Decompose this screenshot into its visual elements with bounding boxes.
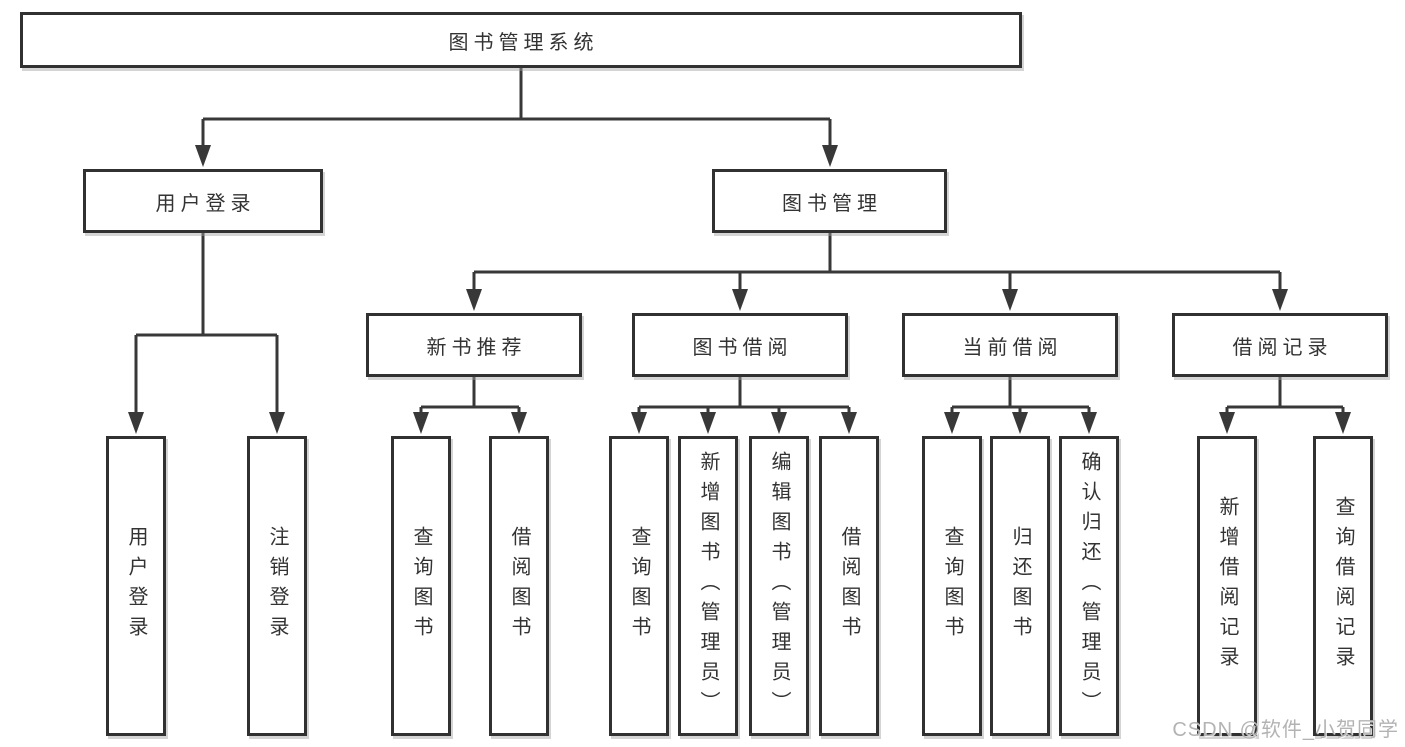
- leaf-records-query-record: 查询借阅记录: [1313, 436, 1373, 736]
- leaf-borrow-edit-books-admin: 编辑图书（管理员）: [749, 436, 809, 736]
- leaf-current-confirm-return-admin: 确认归还（管理员）: [1059, 436, 1119, 736]
- node-label: 图书借阅: [692, 336, 793, 359]
- leaf-borrow-borrow-books: 借阅图书: [819, 436, 879, 736]
- node-label: 用户登录: [155, 192, 256, 215]
- leaf-recommend-query-books: 查询图书: [391, 436, 451, 736]
- csdn-watermark: CSDN @软件_小贺同学: [1172, 719, 1399, 741]
- node-label: 借阅记录: [1232, 336, 1333, 359]
- node-label: 新书推荐: [426, 336, 527, 359]
- leaf-recommend-borrow-books: 借阅图书: [489, 436, 549, 736]
- leaf-records-add-record: 新增借阅记录: [1197, 436, 1257, 736]
- node-label: 注销登录: [266, 526, 288, 646]
- node-book-management: 图书管理: [712, 169, 947, 233]
- leaf-current-query-books: 查询图书: [922, 436, 982, 736]
- leaf-borrow-query-books: 查询图书: [609, 436, 669, 736]
- leaf-user-login: 用户登录: [106, 436, 166, 736]
- node-current-borrow: 当前借阅: [902, 313, 1118, 377]
- node-label: 用户登录: [125, 526, 147, 646]
- node-borrow-records: 借阅记录: [1172, 313, 1388, 377]
- node-label: 确认归还（管理员）: [1078, 451, 1100, 721]
- node-label: 借阅图书: [508, 526, 530, 646]
- node-label: 查询图书: [628, 526, 650, 646]
- leaf-current-return-books: 归还图书: [990, 436, 1050, 736]
- node-label: 编辑图书（管理员）: [768, 451, 790, 721]
- leaf-borrow-add-books-admin: 新增图书（管理员）: [678, 436, 738, 736]
- node-library-management-system: 图书管理系统: [20, 12, 1022, 68]
- node-label: 归还图书: [1009, 526, 1031, 646]
- node-user-login: 用户登录: [83, 169, 323, 233]
- node-label: 查询借阅记录: [1332, 496, 1354, 676]
- node-label: 新增借阅记录: [1216, 496, 1238, 676]
- node-label: 当前借阅: [962, 336, 1063, 359]
- node-label: 新增图书（管理员）: [697, 451, 719, 721]
- node-label: 图书管理: [782, 192, 882, 215]
- arrowheads: [128, 145, 1351, 434]
- node-label: 查询图书: [941, 526, 963, 646]
- node-label: 借阅图书: [838, 526, 860, 646]
- node-new-book-recommend: 新书推荐: [366, 313, 582, 377]
- leaf-logout: 注销登录: [247, 436, 307, 736]
- node-label: 图书管理系统: [448, 31, 599, 54]
- node-label: 查询图书: [410, 526, 432, 646]
- node-book-borrow: 图书借阅: [632, 313, 848, 377]
